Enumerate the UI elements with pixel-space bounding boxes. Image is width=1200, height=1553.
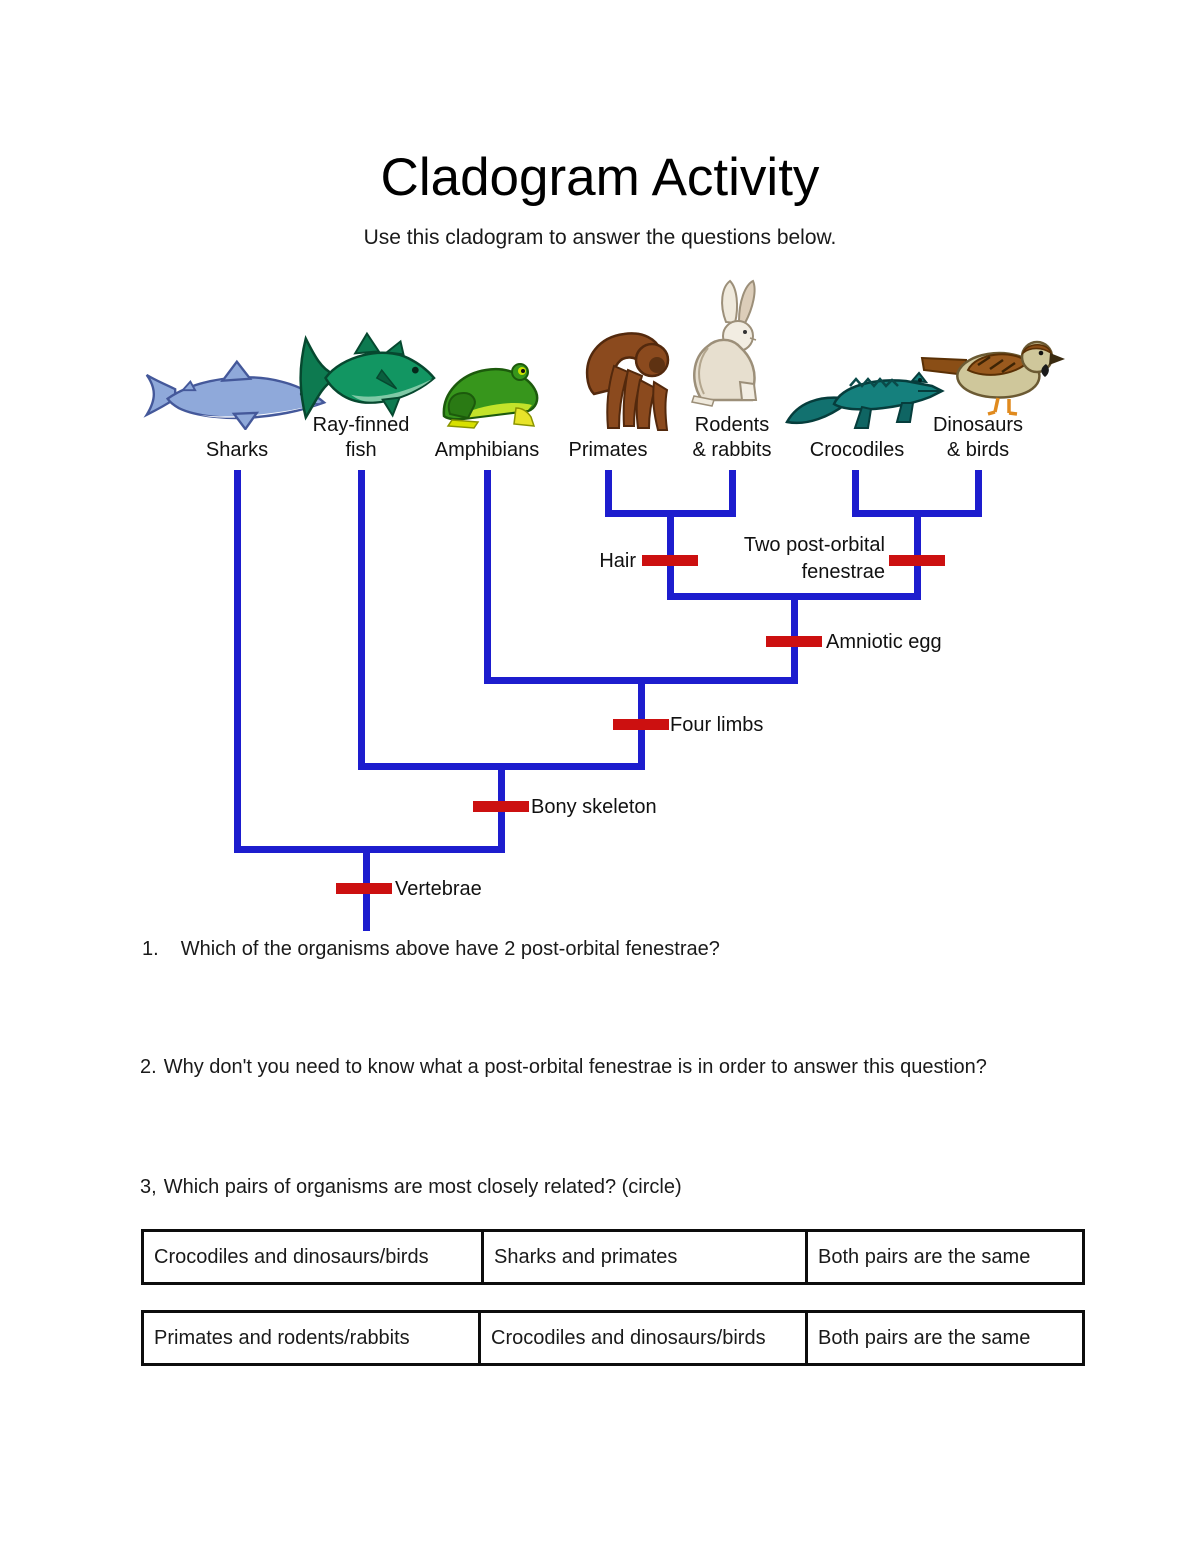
question-number: 2.: [140, 1056, 157, 1078]
frog-icon: [442, 363, 539, 429]
branch-amphibians: [484, 470, 491, 684]
question-number: 1.: [142, 938, 159, 960]
bird-icon: [920, 340, 1065, 416]
taxon-label-line: & birds: [946, 439, 1010, 461]
question-number: 3,: [140, 1176, 157, 1198]
page-title: Cladogram Activity: [380, 148, 820, 207]
taxon-label-line: fish: [345, 439, 377, 461]
question-text: Why don't you need to know what a post-o…: [163, 1056, 987, 1078]
branch-ray-finned-fish: [358, 470, 365, 770]
answer-cell[interactable]: Both pairs are the same: [805, 1229, 1085, 1285]
question-3: 3, Which pairs of organisms are most clo…: [140, 1176, 682, 1199]
taxon-label-line: Ray-finned: [312, 414, 410, 436]
trait-label-vertebrae: Vertebrae: [395, 876, 482, 903]
trait-label-line: Vertebrae: [395, 878, 482, 900]
trait-label-line: fenestrae: [801, 561, 885, 583]
branch-rodents-rabbits: [729, 470, 736, 517]
answer-table-1: Crocodiles and dinosaurs/birds Sharks an…: [141, 1229, 1085, 1285]
taxon-label-line: Sharks: [205, 439, 269, 461]
taxon-label-sharks: Sharks: [157, 438, 317, 463]
question-text: Which of the organisms above have 2 post…: [180, 938, 720, 960]
taxon-label-line: & rabbits: [692, 439, 772, 461]
taxon-image-dinosaurs-birds: [918, 320, 1066, 416]
taxon-label-line: Primates: [568, 439, 648, 461]
taxon-label-ray-finned-fish: Ray-finned fish: [281, 413, 441, 463]
taxon-label-line: Dinosaurs: [932, 414, 1024, 436]
branch-sharks: [234, 470, 241, 853]
taxon-image-crocodiles: [782, 340, 946, 434]
question-text: Which pairs of organisms are most closel…: [163, 1176, 682, 1198]
trait-marker-vertebrae: [336, 883, 392, 894]
trait-marker-bony-skeleton: [473, 801, 529, 812]
question-1: 1. Which of the organisms above have 2 p…: [142, 938, 720, 961]
question-2: 2. Why don't you need to know what a pos…: [140, 1056, 987, 1079]
trait-label-four-limbs: Four limbs: [670, 712, 763, 739]
taxon-label-crocodiles: Crocodiles: [777, 438, 937, 463]
trait-marker-four-limbs: [613, 719, 669, 730]
trait-label-line: Bony skeleton: [531, 796, 657, 818]
answer-table-2: Primates and rodents/rabbits Crocodiles …: [141, 1310, 1085, 1366]
trait-label-line: Two post-orbital: [743, 534, 885, 556]
primate-icon: [585, 332, 670, 431]
taxon-image-ray-finned-fish: [290, 326, 438, 430]
branch-primates: [605, 470, 612, 517]
taxon-label-dinosaurs-birds: Dinosaurs & birds: [898, 413, 1058, 463]
trait-label-two-post-orbital-fenestrae: Two post-orbital fenestrae: [695, 532, 885, 586]
trait-marker-hair: [642, 555, 698, 566]
answer-cell[interactable]: Crocodiles and dinosaurs/birds: [478, 1310, 808, 1366]
trait-label-bony-skeleton: Bony skeleton: [531, 794, 657, 821]
trait-label-line: Amniotic egg: [826, 631, 942, 653]
taxon-label-line: Crocodiles: [809, 439, 905, 461]
branch-crocodiles: [852, 470, 859, 517]
page-subtitle: Use this cladogram to answer the questio…: [363, 226, 837, 249]
answer-cell[interactable]: Primates and rodents/rabbits: [141, 1310, 481, 1366]
ray-finned-fish-icon: [299, 331, 436, 421]
taxon-label-amphibians: Amphibians: [407, 438, 567, 463]
answer-cell[interactable]: Sharks and primates: [481, 1229, 808, 1285]
taxon-label-primates: Primates: [528, 438, 688, 463]
taxon-image-rodents-rabbits: [684, 278, 778, 408]
answer-cell[interactable]: Crocodiles and dinosaurs/birds: [141, 1229, 484, 1285]
trait-label-line: Hair: [599, 550, 636, 572]
taxon-label-line: Amphibians: [434, 439, 540, 461]
taxon-image-amphibians: [432, 348, 548, 432]
trait-label-line: Four limbs: [670, 714, 764, 736]
trait-label-amniotic-egg: Amniotic egg: [826, 629, 942, 656]
answer-cell[interactable]: Both pairs are the same: [805, 1310, 1085, 1366]
trait-marker-two-post-orbital-fenestrae: [889, 555, 945, 566]
crocodile-icon: [785, 371, 945, 429]
rabbit-icon: [691, 279, 758, 407]
taxon-label-line: Rodents: [694, 414, 770, 436]
taxon-label-rodents-rabbits: Rodents & rabbits: [652, 413, 812, 463]
branch-dinosaurs-birds: [975, 470, 982, 517]
trait-label-hair: Hair: [518, 548, 636, 575]
trait-marker-amniotic-egg: [766, 636, 822, 647]
taxon-image-primates: [572, 308, 674, 436]
